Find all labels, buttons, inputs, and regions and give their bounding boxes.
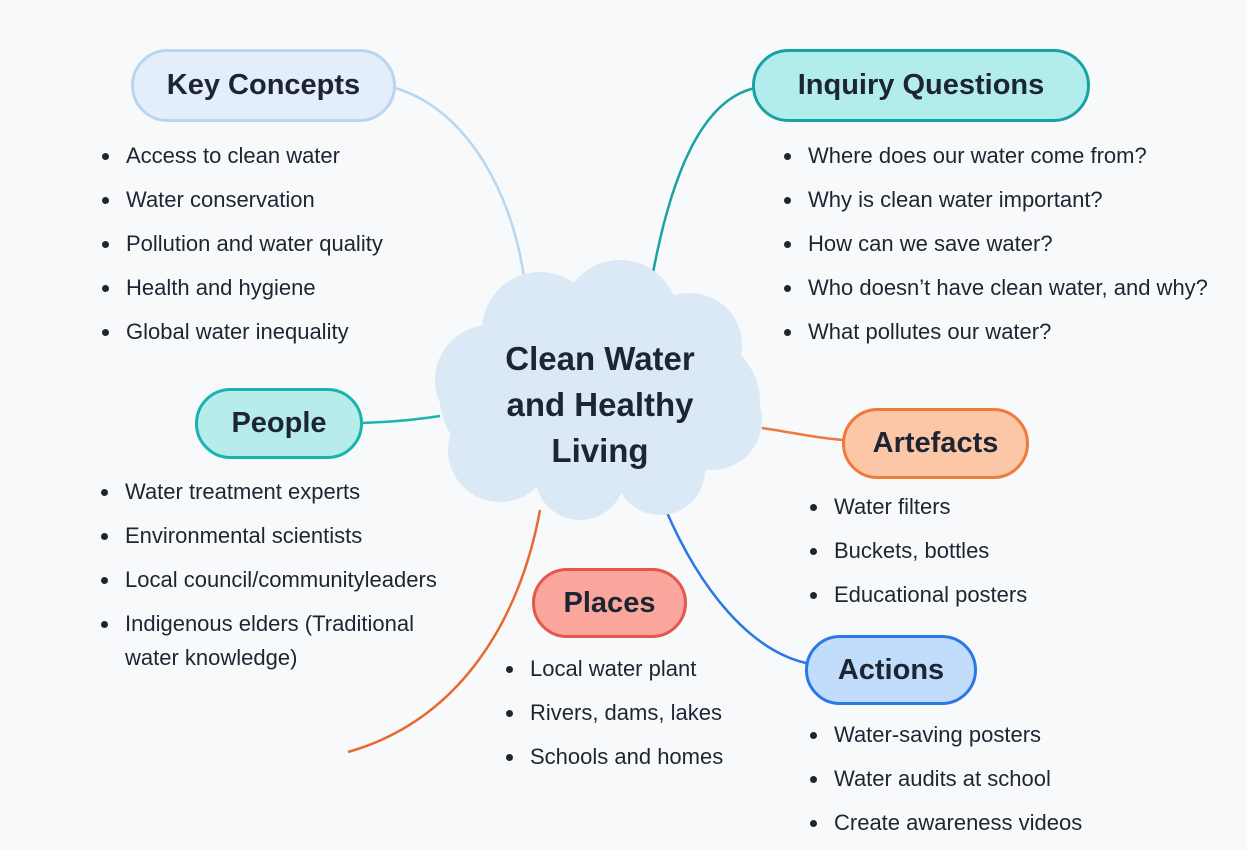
list-item: Pollution and water quality	[100, 227, 383, 261]
list-item: Access to clean water	[100, 139, 383, 173]
list-item: Educational posters	[808, 578, 1027, 612]
central-topic: Clean Water and Healthy Living	[445, 315, 755, 495]
key-concepts-title: Key Concepts	[166, 69, 361, 101]
connector-key-concepts	[394, 86, 527, 286]
artefacts-node: Artefacts	[842, 408, 1029, 479]
people-list: Water treatment experts Environmental sc…	[99, 475, 499, 685]
list-item: Environmental scientists	[99, 519, 499, 553]
inquiry-questions-list: Where does our water come from? Why is c…	[782, 139, 1212, 359]
actions-list: Water-saving posters Water audits at sch…	[808, 718, 1082, 850]
list-item: Local council/communityleaders	[99, 563, 499, 597]
connector-inquiry-questions	[650, 86, 756, 279]
list-item: Indigenous elders (Traditional water kno…	[99, 607, 425, 675]
connector-people	[361, 414, 441, 425]
connector-actions	[663, 507, 807, 665]
list-item: What pollutes our water?	[782, 315, 1212, 349]
list-item: Create awareness videos	[808, 806, 1082, 840]
list-item: Water treatment experts	[99, 475, 499, 509]
artefacts-title: Artefacts	[872, 427, 999, 459]
key-concepts-node: Key Concepts	[131, 49, 396, 122]
central-cloud-shape	[435, 260, 762, 520]
central-topic-line: Clean Water	[505, 340, 695, 377]
connector-places	[347, 509, 542, 754]
list-item: Why is clean water important?	[782, 183, 1212, 217]
places-node: Places	[532, 568, 687, 638]
list-item: How can we save water?	[782, 227, 1212, 261]
list-item: Health and hygiene	[100, 271, 383, 305]
list-item: Schools and homes	[504, 740, 723, 774]
list-item: Global water inequality	[100, 315, 383, 349]
list-item: Buckets, bottles	[808, 534, 1027, 568]
list-item: Water-saving posters	[808, 718, 1082, 752]
inquiry-questions-title: Inquiry Questions	[797, 69, 1045, 101]
mind-map-canvas	[347, 86, 844, 754]
places-list: Local water plant Rivers, dams, lakes Sc…	[504, 652, 723, 784]
list-item: Where does our water come from?	[782, 139, 1212, 173]
list-item: Local water plant	[504, 652, 723, 686]
list-item: Who doesn’t have clean water, and why?	[782, 271, 1212, 305]
central-topic-line: Living	[551, 432, 649, 469]
central-topic-line: and Healthy	[506, 386, 694, 423]
people-node: People	[195, 388, 363, 459]
key-concepts-list: Access to clean water Water conservation…	[100, 139, 383, 359]
places-title: Places	[563, 586, 656, 619]
list-item: Rivers, dams, lakes	[504, 696, 723, 730]
connector-artefacts	[761, 426, 844, 442]
list-item: Water conservation	[100, 183, 383, 217]
list-item: Water audits at school	[808, 762, 1082, 796]
inquiry-questions-node: Inquiry Questions	[752, 49, 1090, 122]
list-item: Water filters	[808, 490, 1027, 524]
actions-node: Actions	[805, 635, 977, 705]
artefacts-list: Water filters Buckets, bottles Education…	[808, 490, 1027, 622]
actions-title: Actions	[837, 653, 945, 686]
people-title: People	[231, 407, 327, 439]
